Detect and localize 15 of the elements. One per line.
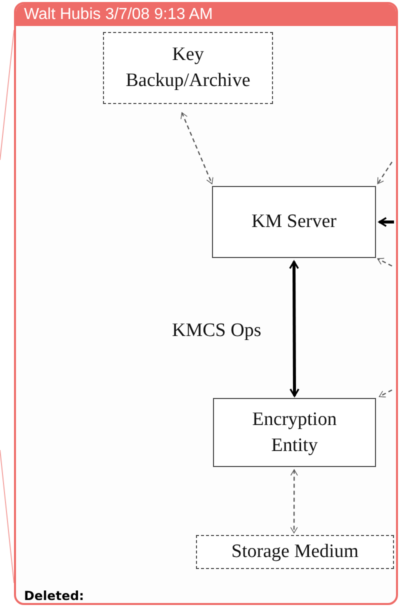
dashed-box: Key Backup/Archive xyxy=(103,32,273,104)
arrow xyxy=(378,217,394,227)
arrow xyxy=(290,469,298,534)
arrow xyxy=(289,260,300,397)
process-box: Encryption Entity xyxy=(213,398,376,467)
arrow xyxy=(377,162,392,184)
edge-label: KMCS Ops xyxy=(170,320,264,342)
comment-balloon xyxy=(14,2,398,605)
process-box: KM Server xyxy=(212,186,376,258)
arrow xyxy=(180,112,214,184)
deleted-label: Deleted: xyxy=(24,588,84,603)
balloon-header: Walt Hubis 3/7/08 9:13 AM xyxy=(16,4,396,26)
arrow xyxy=(378,389,392,398)
arrow xyxy=(377,258,392,267)
dashed-box: Storage Medium xyxy=(196,535,394,569)
